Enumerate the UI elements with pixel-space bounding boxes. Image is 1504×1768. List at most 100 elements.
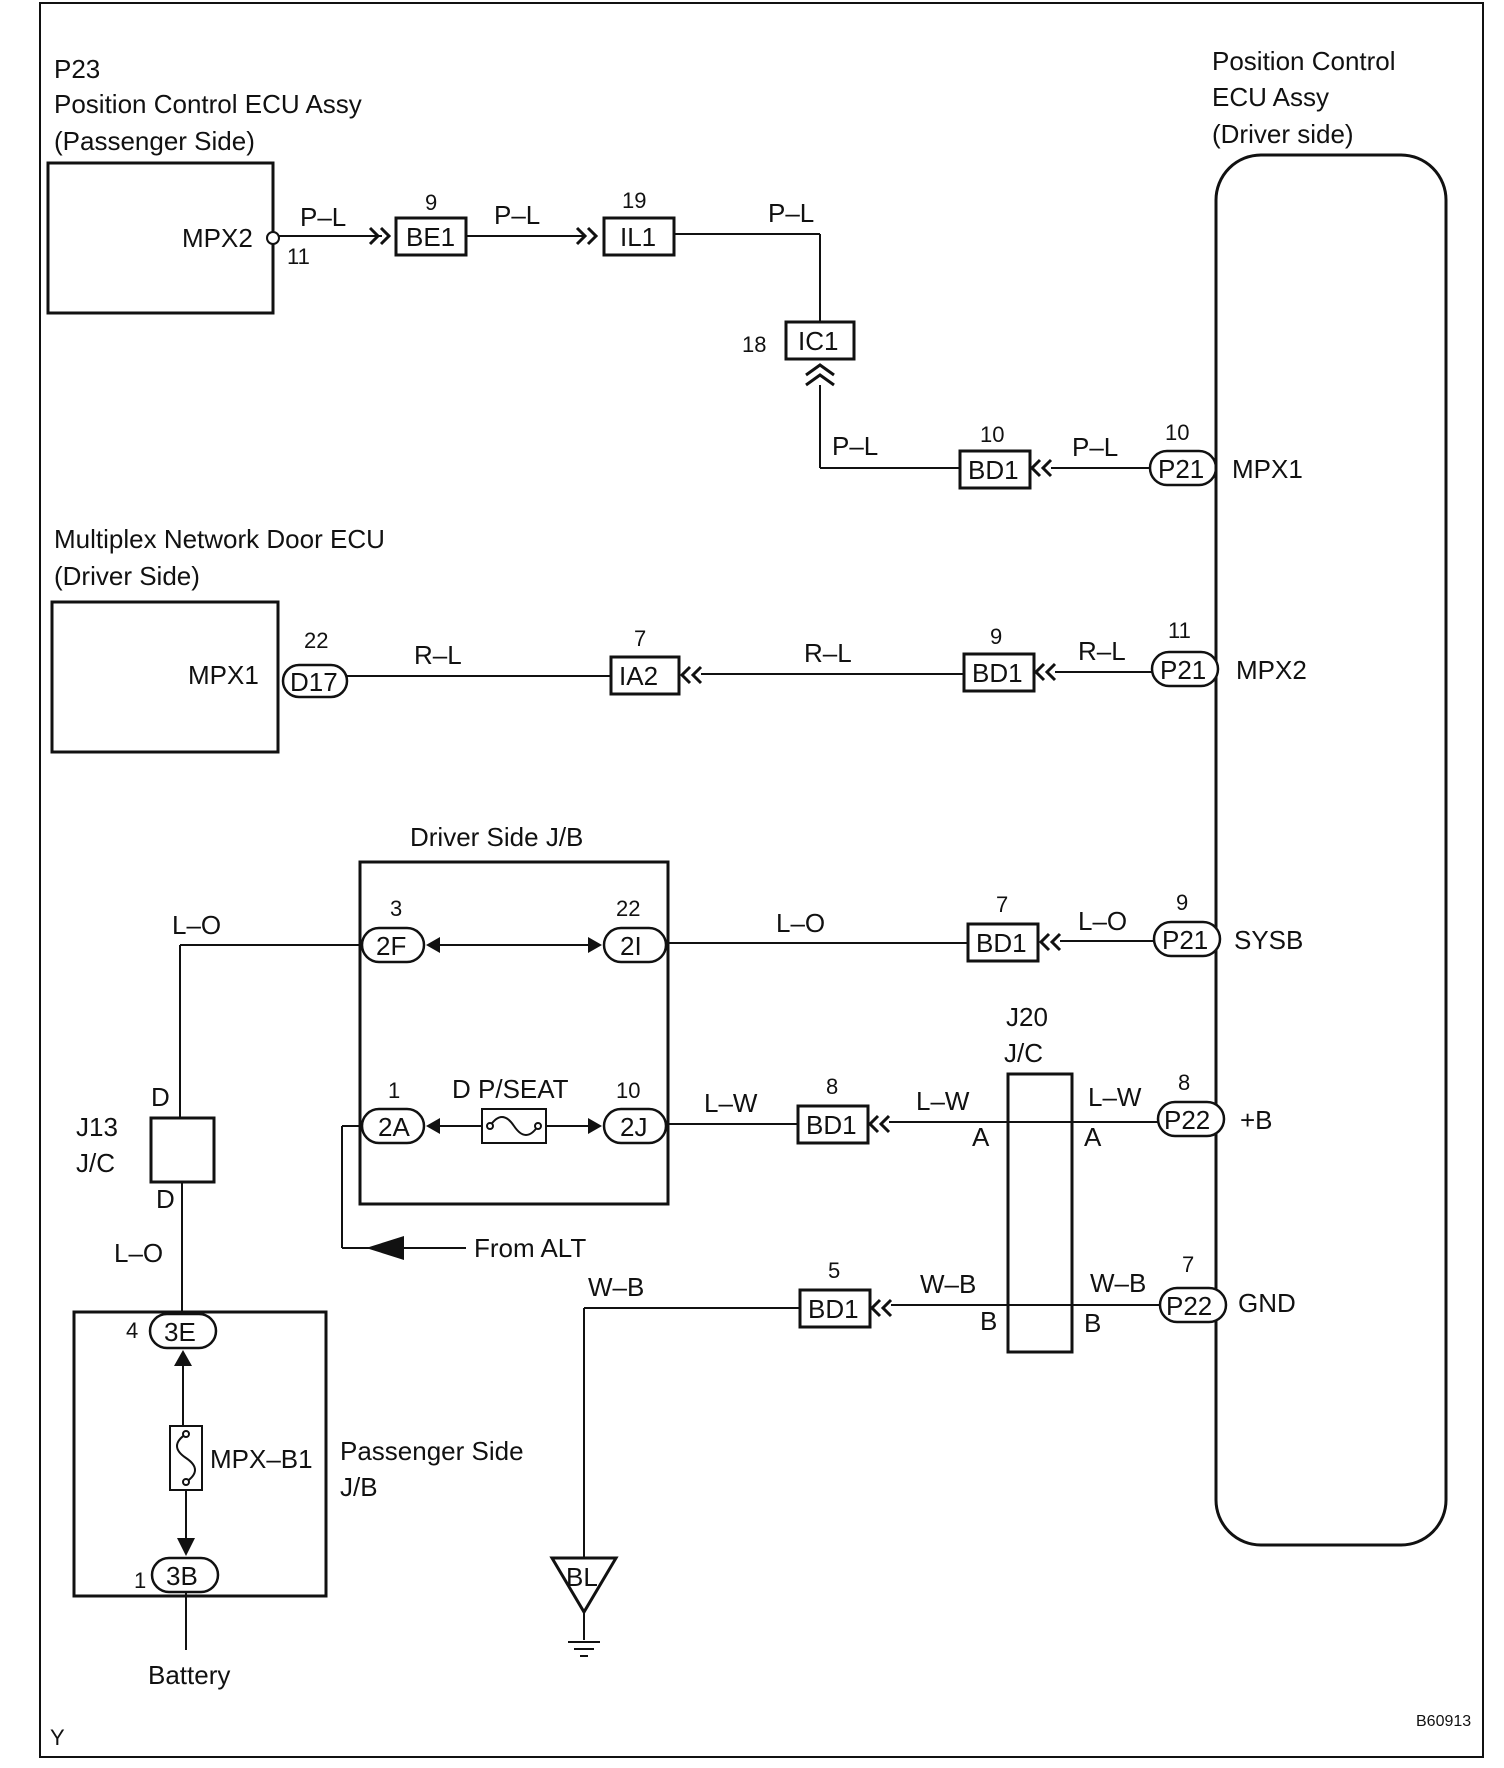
signal-mpx1: MPX1 (1232, 454, 1303, 484)
j13-pin-bottom: D (156, 1184, 175, 1214)
wire-pl-2: P–L (494, 200, 540, 230)
ground-bl-symbol (549, 1556, 619, 1615)
wire-pl-5: P–L (1072, 432, 1118, 462)
connector-p21-mpx2 (1150, 650, 1220, 688)
driver-ecu-line1: Position Control (1212, 46, 1396, 76)
arrow-bd1-mpx2 (1033, 662, 1046, 682)
ground-bl-label: BL (566, 1562, 598, 1592)
door-ecu-name: Multiplex Network Door ECU (54, 524, 385, 554)
connector-3b-label: 3B (166, 1561, 198, 1591)
connector-2j (602, 1107, 668, 1145)
j20-jc-box (1006, 1072, 1074, 1354)
wire-lo-4: L–O (114, 1238, 163, 1268)
p23-side: (Passenger Side) (54, 126, 255, 156)
battery-label: Battery (148, 1660, 230, 1690)
connector-bd1-mpx1 (958, 449, 1032, 490)
door-ecu-pin-label: MPX1 (188, 660, 259, 690)
connector-d17-label: D17 (290, 667, 338, 697)
j20-type: J/C (1004, 1038, 1043, 1068)
connector-3e (148, 1312, 218, 1350)
p22-gnd-pin: 7 (1182, 1252, 1194, 1277)
p21-mpx1-pin: 10 (1165, 420, 1189, 445)
j20-pin-a-left: A (972, 1122, 990, 1152)
connector-ia2 (609, 655, 681, 696)
connector-p21-mpx2-label: P21 (1160, 655, 1206, 685)
c2i-pin: 22 (616, 896, 640, 921)
p23-pin-num: 11 (287, 244, 310, 269)
from-alt-arrow (366, 1236, 404, 1260)
connector-bd1-mpx1-label: BD1 (968, 455, 1019, 485)
bd1-gnd-pin: 5 (828, 1258, 840, 1283)
passenger-jb-line1: Passenger Side (340, 1436, 524, 1466)
arrow-bd1-sysb (1038, 932, 1051, 952)
bd1-sysb-pin: 7 (996, 892, 1008, 917)
door-ecu-box (50, 600, 280, 754)
connector-p22-gnd-label: P22 (1166, 1291, 1212, 1321)
p23-ecu-box (46, 161, 275, 315)
connector-be1-label: BE1 (406, 222, 455, 252)
c3b-pin: 1 (134, 1568, 146, 1593)
ia2-pin: 7 (634, 626, 646, 651)
wire-wb-1: W–B (588, 1272, 644, 1302)
page-frame (39, 2, 1484, 1758)
connector-2f-label: 2F (376, 931, 406, 961)
bd1-mpx2-pin: 9 (990, 624, 1002, 649)
j13-jc-box (149, 1116, 216, 1184)
wire-lo-3: L–O (1078, 906, 1127, 936)
driver-jb-fuse-label: D P/SEAT (452, 1074, 569, 1104)
connector-p21-mpx1-label: P21 (1158, 454, 1204, 484)
arrow-bd1-b (867, 1114, 880, 1134)
il1-pin: 19 (622, 188, 646, 213)
c2f-pin: 3 (390, 896, 402, 921)
connector-p21-sysb-label: P21 (1162, 925, 1208, 955)
bd1-b-pin: 8 (826, 1074, 838, 1099)
passenger-jb-fuse-label: MPX–B1 (210, 1444, 313, 1474)
ic1-pin: 18 (742, 332, 766, 357)
connector-bd1-gnd-label: BD1 (808, 1294, 859, 1324)
wire-pl-3: P–L (768, 198, 814, 228)
p23-code: P23 (54, 54, 100, 84)
connector-bd1-sysb-label: BD1 (976, 928, 1027, 958)
signal-gnd: GND (1238, 1288, 1296, 1318)
arrow-ic1 (805, 363, 835, 377)
p22-b-pin: 8 (1178, 1070, 1190, 1095)
driver-jb-title: Driver Side J/B (410, 822, 583, 852)
connector-p21-sysb (1152, 920, 1222, 958)
p23-name: Position Control ECU Assy (54, 89, 362, 119)
signal-sysb: SYSB (1234, 925, 1303, 955)
connector-il1-label: IL1 (620, 222, 656, 252)
wire-wb-2: W–B (920, 1269, 976, 1299)
bd1-mpx1-pin: 10 (980, 422, 1004, 447)
arrow-ia2 (679, 665, 692, 685)
driver-ecu-box (1214, 153, 1448, 1547)
connector-bd1-sysb (966, 922, 1040, 963)
connector-ia2-label: IA2 (619, 661, 658, 691)
c2a-pin: 1 (388, 1078, 400, 1103)
from-alt-label: From ALT (474, 1233, 586, 1263)
wire-lw-2: L–W (916, 1086, 970, 1116)
connector-p22-b-label: P22 (1164, 1105, 1210, 1135)
connector-3e-label: 3E (164, 1317, 196, 1347)
driver-ecu-line3: (Driver side) (1212, 119, 1354, 149)
p23-pin-label: MPX2 (182, 223, 253, 253)
p21-mpx2-pin: 11 (1168, 618, 1191, 643)
corner-mark: Y (50, 1725, 65, 1750)
j20-pin-b-left: B (980, 1306, 997, 1336)
connector-2i (602, 926, 668, 964)
door-ecu-side: (Driver Side) (54, 561, 200, 591)
connector-2a-label: 2A (378, 1112, 410, 1142)
wire-wb-3: W–B (1090, 1268, 1146, 1298)
wire-pl-4: P–L (832, 431, 878, 461)
wire-rl-2: R–L (804, 638, 852, 668)
j13-type: J/C (76, 1148, 115, 1178)
j13-code: J13 (76, 1112, 118, 1142)
connector-bd1-b-label: BD1 (806, 1110, 857, 1140)
arrow-bd1-mpx1 (1029, 458, 1042, 478)
p21-sysb-pin: 9 (1176, 890, 1188, 915)
connector-d17 (281, 663, 349, 699)
connector-bd1-mpx2-label: BD1 (972, 658, 1023, 688)
arrow-il1 (575, 226, 588, 246)
door-ecu-pin-num: 22 (304, 628, 328, 653)
connector-2j-label: 2J (620, 1112, 647, 1142)
